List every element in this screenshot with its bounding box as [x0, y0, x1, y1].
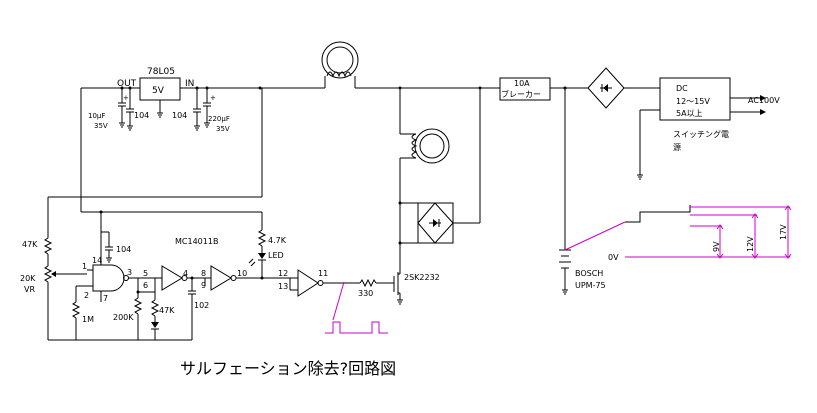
pin-14: 14: [92, 256, 102, 265]
regulator-in-pin-label: IN: [185, 79, 194, 89]
pin-6: 6: [143, 281, 148, 290]
bridge-rectifier-snubber: [400, 88, 481, 244]
capacitor-102: [188, 278, 196, 340]
level-17v: 17V: [779, 224, 788, 240]
capacitor-104-out: [126, 88, 134, 131]
pin-2: 2: [84, 291, 89, 300]
resistor-4-7k: [257, 229, 267, 253]
nand-gate-1: [87, 212, 138, 302]
svg-text:+: +: [210, 94, 216, 102]
capacitor-220uf: +: [203, 88, 216, 128]
ic-name: MC14011B: [175, 237, 218, 246]
psu-caption-2: 源: [673, 143, 681, 152]
pin-5: 5: [143, 269, 148, 278]
regulator-out-pin-label: OUT: [117, 79, 137, 89]
battery-maker: BOSCH: [575, 269, 603, 278]
regulator-output-label: 5V: [152, 86, 165, 96]
cap-104-vcc-label: 104: [116, 245, 131, 254]
variable-resistor-20k: [43, 265, 87, 340]
psu-type: DC: [676, 84, 688, 93]
psu-ac-input: AC100V: [748, 96, 780, 105]
resistor-330: [359, 278, 394, 288]
pin-1: 1: [82, 262, 87, 271]
cap-10uf-value: 10μF: [88, 112, 105, 120]
toroid-inductor-main: [321, 41, 359, 88]
led: [248, 253, 266, 278]
capacitor-104-in: [193, 88, 201, 131]
vr-label: VR: [24, 285, 35, 294]
r-330-label: 330: [358, 289, 373, 298]
r-200k-label: 200K: [113, 313, 134, 322]
battery-voltage-waveform: [564, 205, 792, 259]
r-led-label: 4.7K: [268, 236, 287, 245]
cap-102-label: 102: [194, 301, 209, 310]
cap-104-in-label: 104: [172, 111, 187, 120]
mosfet-2sk2232: [393, 272, 403, 305]
resistor-47k-top: [43, 237, 53, 266]
pin-11: 11: [318, 269, 328, 278]
r-47k-b-label: 47K: [159, 306, 175, 315]
pin-4: 4: [183, 269, 188, 278]
pin-3: 3: [127, 268, 132, 277]
psu-caption-1: スイッチング電: [673, 129, 729, 139]
pulse-waveform: [325, 281, 388, 334]
diagram-title: サルフェーション除去?回路図: [180, 359, 396, 378]
cap-104-out-label: 104: [134, 111, 149, 120]
vr-20k-label: 20K: [20, 274, 36, 283]
inverter-gate-3: [204, 265, 262, 291]
cap-220uf-voltage: 35V: [216, 125, 230, 133]
pin-7: 7: [103, 294, 108, 303]
pin-12: 12: [278, 269, 288, 278]
level-0v: 0V: [608, 253, 619, 262]
battery-model: UPM-75: [575, 281, 606, 290]
pin-9: 9: [201, 281, 206, 290]
resistor-1m: [71, 285, 87, 340]
pin-8: 8: [201, 269, 206, 278]
breaker-label: ブレーカー: [501, 89, 541, 99]
switching-power-supply: DC 12～15V 5A以上 スイッチング電 源 AC100V: [637, 77, 780, 180]
inverter-gate-4: [290, 269, 360, 297]
transistor-label: 2SK2232: [404, 273, 440, 282]
capacitor-104-vcc: [101, 231, 113, 263]
bridge-rectifier-main: [587, 67, 660, 109]
resistor-200k: [133, 292, 143, 340]
cap-220uf-value: 220μF: [208, 115, 230, 123]
level-12v: 12V: [746, 236, 755, 252]
r-47k-top-label: 47K: [22, 240, 38, 249]
pin-10: 10: [237, 269, 247, 278]
pin-13: 13: [278, 282, 288, 291]
breaker-rating: 10A: [514, 79, 530, 88]
battery-bosch: [559, 249, 571, 295]
psu-current: 5A以上: [676, 109, 703, 118]
regulator-part-label: 78L05: [147, 67, 175, 77]
level-9v: 9V: [712, 241, 721, 252]
led-label: LED: [268, 251, 284, 260]
cap-10uf-voltage: 35V: [94, 122, 108, 130]
regulator-section: 78L05 5V OUT IN + 10μF 35V: [80, 67, 325, 212]
toroid-inductor-second: [400, 128, 450, 164]
breaker-10a: 10A ブレーカー: [499, 77, 551, 101]
capacitor-10uf: +: [118, 88, 129, 128]
svg-text:+: +: [123, 94, 129, 102]
r-1m-label: 1M: [82, 315, 94, 324]
resistor-47k-diode: [150, 292, 160, 340]
psu-voltage-range: 12～15V: [676, 97, 710, 106]
